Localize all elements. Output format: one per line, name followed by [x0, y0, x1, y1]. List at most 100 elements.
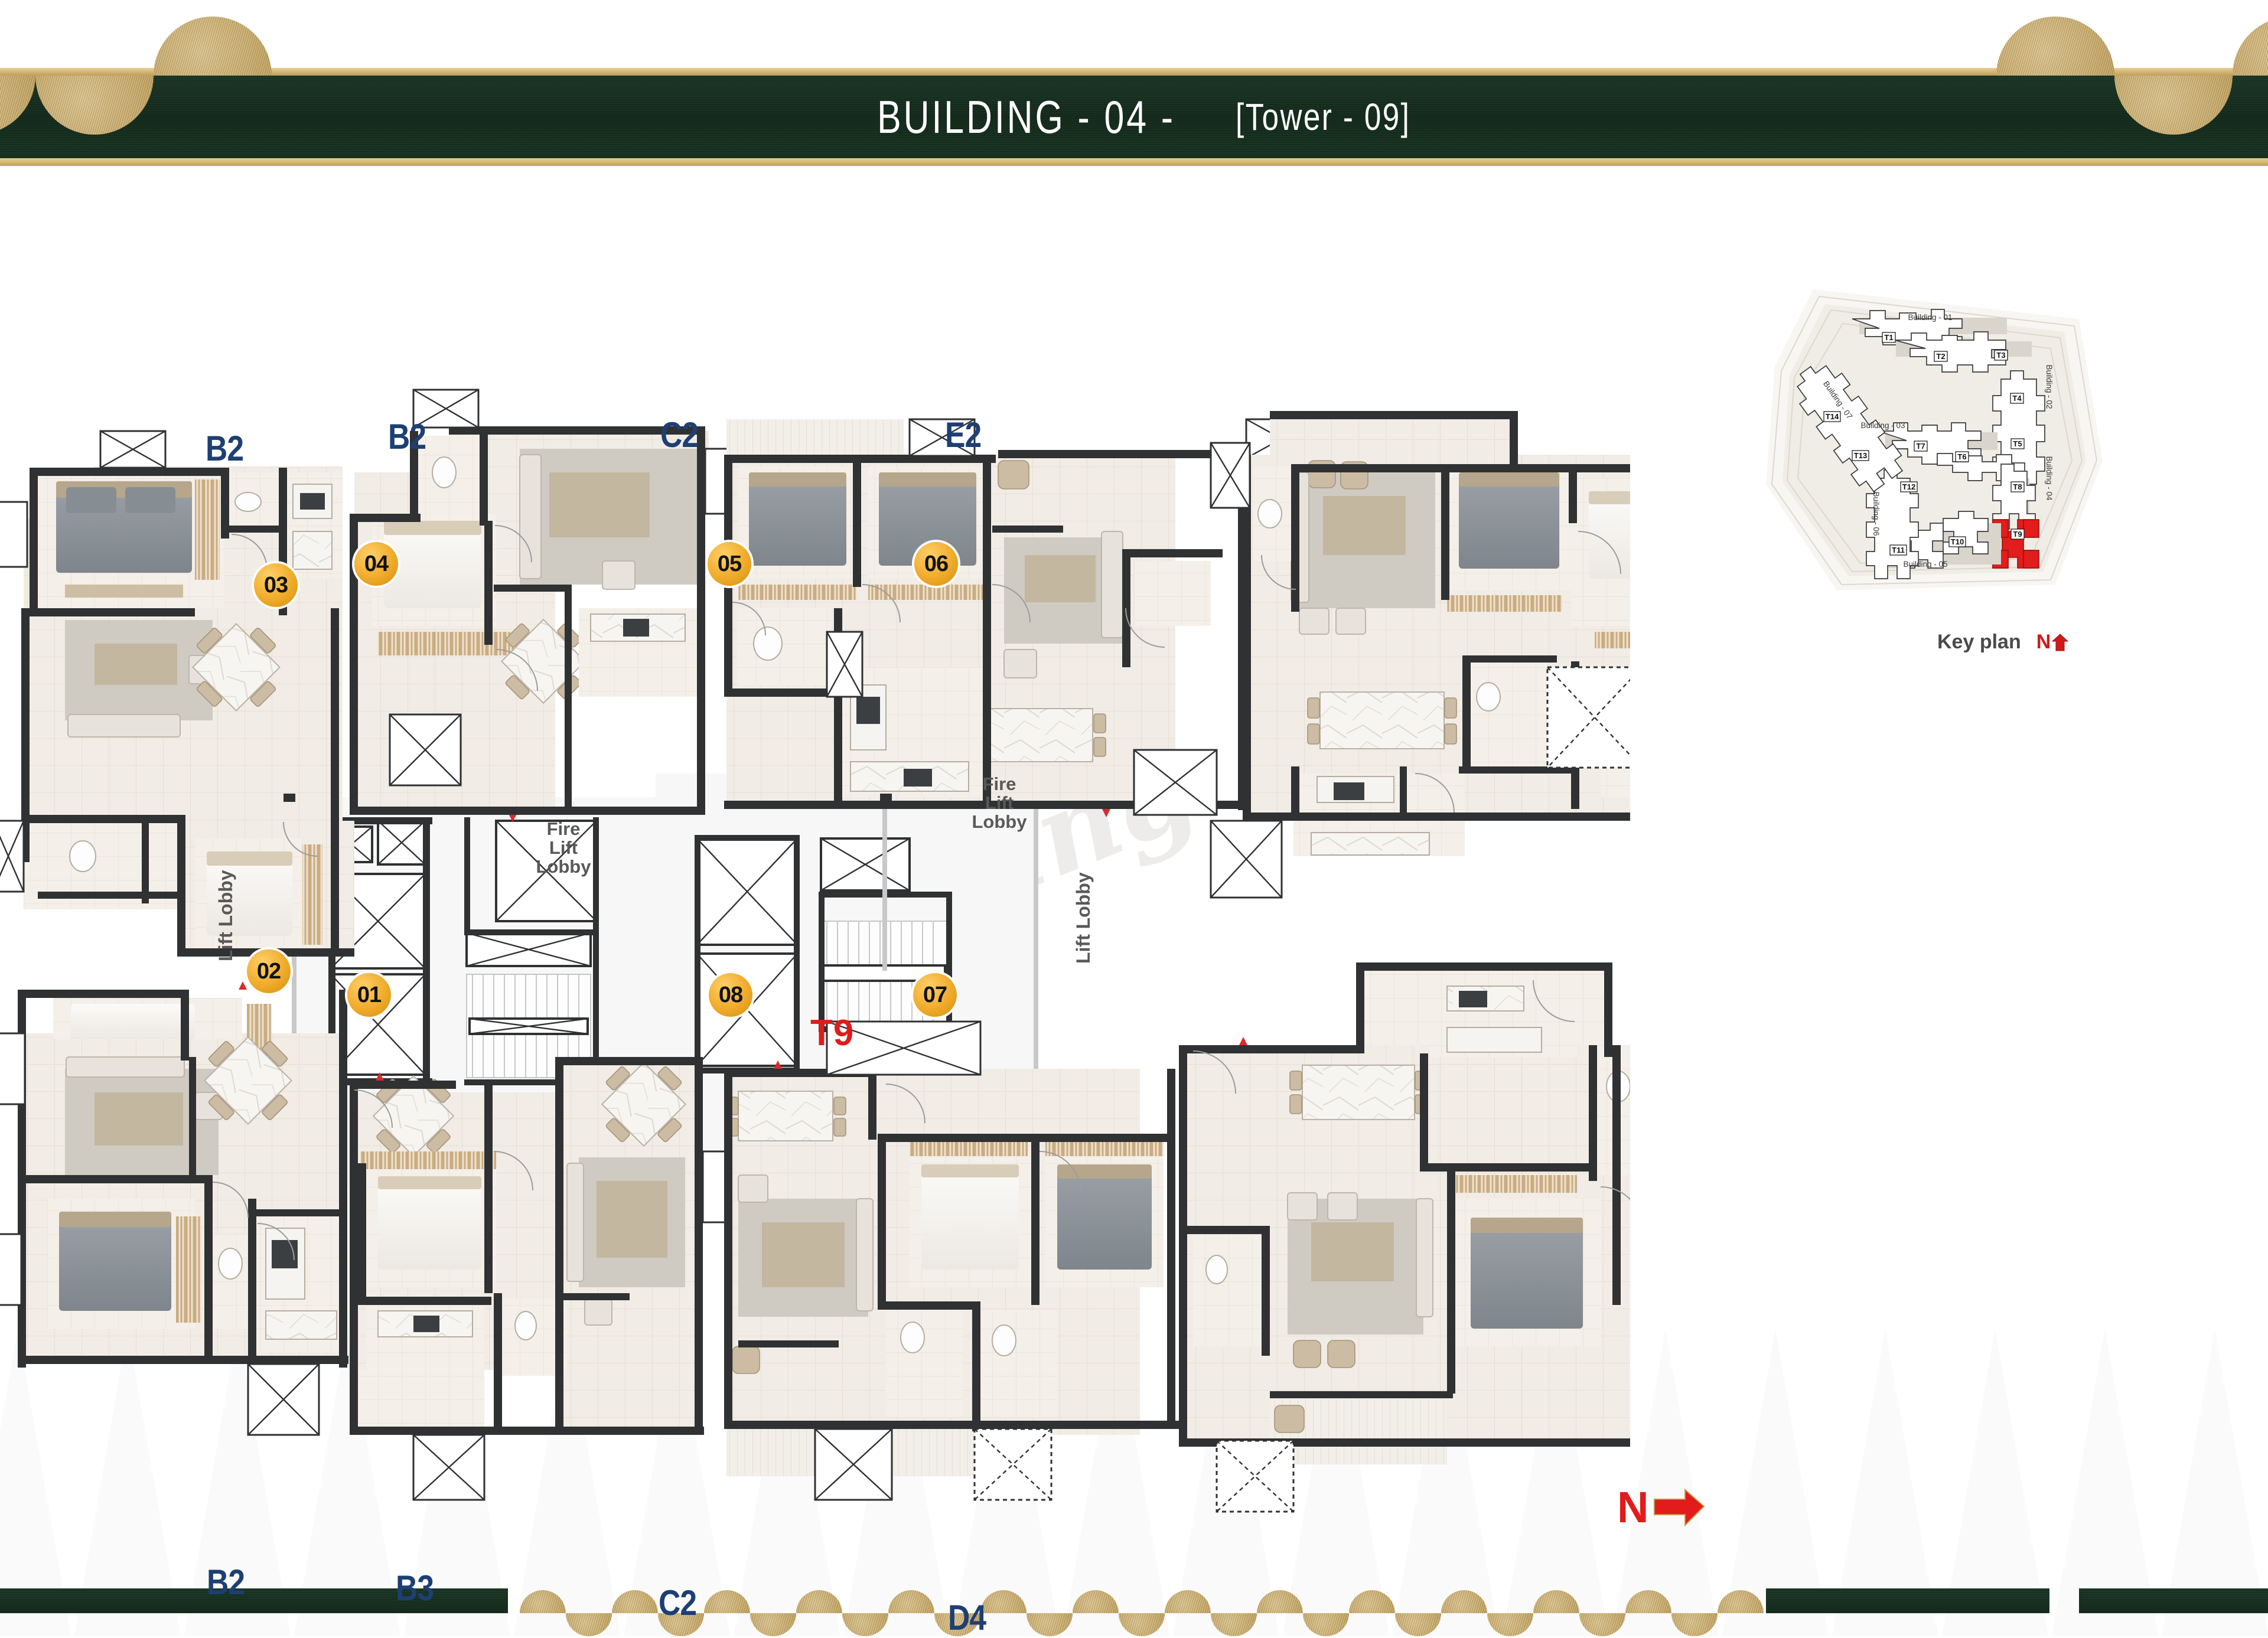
footer-gold-wave [1533, 1590, 1579, 1613]
tower-label-t9: T9 [810, 1013, 855, 1053]
footer-gold-wave [796, 1590, 842, 1613]
key-plan-building-label-2: Building - 02 [2045, 364, 2054, 409]
key-plan-tower-label-T1: T1 [1884, 333, 1893, 342]
footer-gold-wave [1349, 1590, 1395, 1613]
header-gold-wave-down-right [2114, 76, 2233, 135]
header-gold-wave-down-left [35, 76, 154, 135]
lift-lobby-label-right: Lift Lobby [1073, 872, 1094, 964]
fire-lift-lobby-left-line1: Fire [546, 818, 581, 839]
footer-gold-wave [1165, 1590, 1211, 1613]
footer-band-segment-3 [2079, 1588, 2268, 1613]
key-plan-tower-box-T8 [2010, 481, 2025, 492]
unit-badge-04[interactable]: 04 [354, 542, 398, 586]
key-plan-tower-label-T10: T10 [1951, 537, 1964, 546]
footer-gold-wave [1395, 1613, 1441, 1636]
footer-gold-wave [1211, 1613, 1257, 1636]
plan-type-label-c2-2: C2 [660, 415, 699, 455]
footer-gold-wave [1579, 1613, 1625, 1636]
key-plan-tower-box-T13 [1852, 450, 1869, 461]
header-gold-wave-up-far-right [2233, 17, 2268, 76]
unit-badge-02[interactable]: 02 [247, 949, 291, 993]
fire-lift-lobby-right-line2: Lift [985, 792, 1014, 814]
lift-lobby-label-left: Lift Lobby [215, 870, 236, 961]
unit-badge-08[interactable]: 08 [709, 973, 752, 1017]
footer-band-segment-1 [0, 1588, 508, 1613]
footer-gold-wave [1718, 1590, 1764, 1613]
plan-type-label-d4-7: D4 [948, 1598, 986, 1637]
fire-lift-lobby-label-left: Fire Lift Lobby [522, 818, 605, 877]
fire-lift-lobby-right-line3: Lobby [972, 811, 1027, 833]
key-plan-tower-box-T5 [2010, 438, 2025, 449]
key-plan-tower-label-T2: T2 [1936, 352, 1945, 361]
key-plan-tower-box-T12 [1900, 481, 1918, 492]
north-arrow-up-icon [2052, 633, 2069, 651]
fire-lift-lobby-left-line2: Lift [549, 837, 578, 859]
footer-gold-wave [750, 1613, 796, 1636]
key-plan-building-label-6: Building - 06 [1872, 491, 1881, 536]
header-gold-wave-up-left [154, 17, 272, 76]
north-indicator: N [1617, 1486, 1706, 1529]
key-plan-tower-label-T7: T7 [1916, 442, 1925, 451]
key-plan-tower-label-T8: T8 [2013, 482, 2022, 491]
plan-type-label-c2-6: C2 [659, 1583, 697, 1623]
key-plan-tower-box-T7 [1914, 441, 1928, 452]
footer-gold-wave [1625, 1590, 1671, 1613]
footer-gold-wave [1487, 1613, 1533, 1636]
north-arrow-right-icon [1654, 1488, 1705, 1527]
key-plan-tower-box-T14 [1823, 411, 1841, 422]
page-title: BUILDING - 04 - [Tower - 09] [0, 76, 2268, 158]
floor-plan-drawing: .w { fill:#2f3132; } /* heavy wall */ .w… [0, 195, 1630, 1541]
plan-type-label-b2-4: B2 [207, 1562, 245, 1602]
plan-type-label-b2-0: B2 [206, 429, 244, 468]
footer-gold-wave [704, 1590, 750, 1613]
key-plan-tower-box-T9 [2010, 528, 2025, 540]
header-gold-wave-up-right [1996, 17, 2114, 76]
fire-lift-lobby-right-line1: Fire [982, 774, 1016, 794]
key-plan-building-label-1: Building - 01 [1908, 313, 1952, 322]
key-plan-tower-label-T3: T3 [1996, 351, 2005, 360]
footer-gold-wave [520, 1590, 566, 1613]
key-plan-building-label-5: Building - 05 [1903, 560, 1947, 569]
fire-lift-lobby-left-line3: Lobby [536, 856, 591, 877]
page-title-main: BUILDING - 04 - [877, 90, 1176, 143]
key-plan-caption-text: Key plan [1937, 631, 2021, 653]
key-plan-building-label-4: Building - 04 [2045, 456, 2054, 501]
key-plan-tower-label-T6: T6 [1957, 452, 1966, 461]
footer-gold-wave [980, 1590, 1027, 1613]
unit-badge-05[interactable]: 05 [708, 542, 751, 586]
key-plan-tower-label-T5: T5 [2013, 439, 2022, 448]
footer-gold-wave [934, 1613, 980, 1636]
plan-type-label-b2-1: B2 [388, 417, 426, 456]
footer-gold-wave [842, 1613, 888, 1636]
page-header: BUILDING - 04 - [Tower - 09] [0, 17, 2268, 166]
unit-badge-07[interactable]: 07 [913, 973, 957, 1017]
footer-gold-wave [612, 1590, 658, 1613]
footer-band-segment-2 [1766, 1588, 2049, 1613]
key-plan-building-label-3: Building - 03 [1860, 421, 1905, 430]
unit-badge-01[interactable]: 01 [347, 973, 391, 1017]
footer-gold-wave [566, 1613, 612, 1636]
key-plan-tower-box-T6 [1955, 451, 1969, 462]
header-rule-bottom [0, 158, 2268, 166]
footer-gold-wave [1441, 1590, 1487, 1613]
unit-badge-06[interactable]: 06 [914, 542, 958, 586]
page-footer [0, 1588, 2268, 1636]
unit-badge-03[interactable]: 03 [254, 563, 298, 607]
key-plan-tower-box-T2 [1934, 351, 1948, 362]
key-plan-tower-label-T13: T13 [1854, 451, 1867, 460]
fire-lift-lobby-label-right: Fire Lift Lobby [958, 774, 1041, 833]
page-title-sub: [Tower - 09] [1236, 96, 1411, 138]
header-band [0, 76, 2268, 158]
key-plan-tower-box-T1 [1882, 332, 1896, 343]
footer-gold-wave [1073, 1590, 1119, 1613]
key-plan-tower-box-T3 [1994, 350, 2008, 361]
key-plan-tower-label-T14: T14 [1826, 412, 1839, 421]
key-plan-tower-box-T10 [1948, 536, 1966, 547]
key-plan-north-letter: N [2036, 631, 2051, 653]
key-plan-tower-label-T4: T4 [2012, 394, 2022, 403]
footer-gold-wave [1671, 1613, 1718, 1636]
header-rule-top [0, 68, 2268, 76]
plan-type-label-e2-3: E2 [945, 415, 982, 455]
plan-type-label-b3-5: B3 [396, 1568, 434, 1608]
footer-gold-wave [888, 1590, 934, 1613]
